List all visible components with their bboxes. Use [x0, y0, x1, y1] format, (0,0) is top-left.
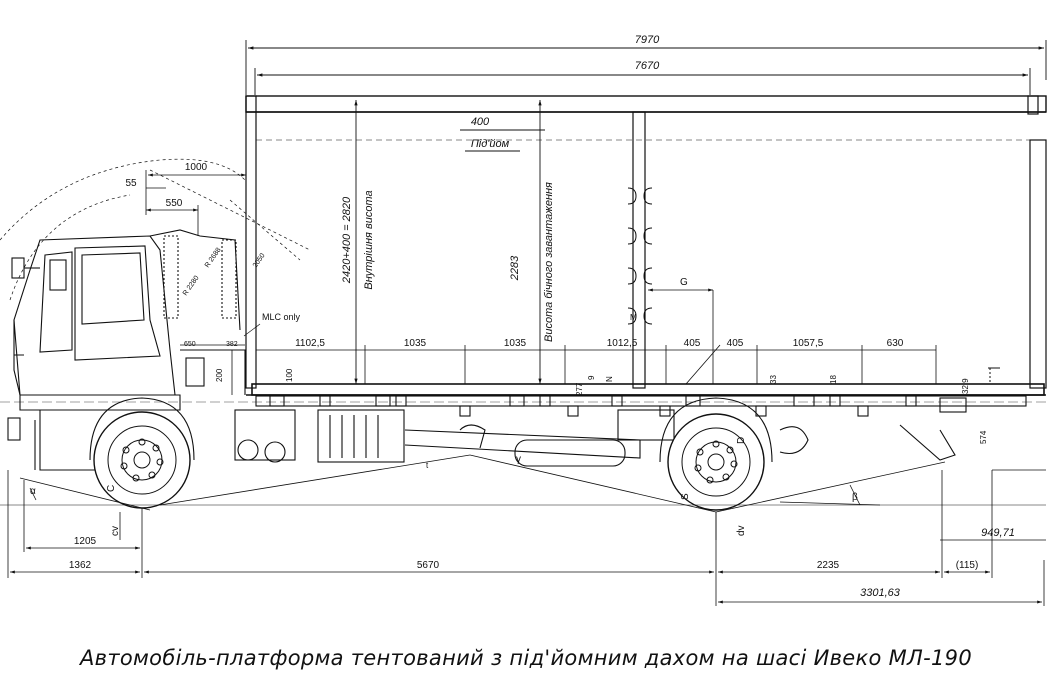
- bottom-dim-5670: 5670: [417, 560, 440, 571]
- crossmember-dim-8: 630: [887, 338, 904, 349]
- crossmember-dim-6: 405: [727, 338, 744, 349]
- crossmember-dim-1: 1102,5: [295, 338, 325, 349]
- crossmember-dim-2: 1035: [404, 338, 427, 349]
- mlc-only-label: MLC only: [262, 312, 301, 322]
- chassis-frame: [0, 395, 1046, 467]
- crossmember-dim-5: 405: [684, 338, 701, 349]
- angle-alpha: α: [30, 486, 36, 497]
- angle-gamma: γ: [516, 454, 521, 465]
- roof-lift-value: 400: [471, 116, 490, 128]
- total-length-label: 7970: [635, 34, 660, 46]
- cab-dim-200: 200: [215, 368, 224, 382]
- angle-s: S: [680, 493, 691, 500]
- bottom-dim-2235: 2235: [817, 560, 840, 571]
- frame-label-n: N: [605, 376, 614, 382]
- cab-dim-550: 550: [166, 198, 183, 209]
- angle-beta: β: [852, 492, 858, 503]
- crossmember-dim-4: 1012,5: [607, 338, 638, 349]
- drawing-caption: Автомобіль-платформа тентований з під'йо…: [80, 646, 972, 670]
- cab-dim-55: 55: [125, 178, 137, 189]
- inner-height-label: Внутрішня висота: [363, 190, 375, 289]
- cab-dim-650: 650: [184, 341, 196, 348]
- bottom-dim-3301-63: 3301,63: [860, 587, 901, 599]
- frame-label-9a: 9: [587, 375, 596, 380]
- frame-label-33: 33: [769, 375, 778, 384]
- cargo-body: [245, 95, 1047, 396]
- cab-radius-2280: R 2280: [182, 275, 201, 298]
- loading-height-value: 2283: [509, 255, 521, 281]
- angle-t: t: [426, 461, 429, 470]
- bottom-dim-115: (115): [956, 560, 979, 571]
- truck-cab: [7, 229, 246, 471]
- angle-lines: [0, 454, 1046, 540]
- crossmember-dim-7: 1057,5: [793, 338, 824, 349]
- frame-label-100: 100: [285, 368, 294, 382]
- cab-dim-1000: 1000: [185, 162, 208, 173]
- frame-label-g: G: [680, 277, 688, 288]
- frame-label-574: 574: [979, 430, 988, 444]
- frame-label-18: 18: [829, 375, 838, 384]
- loading-height-label: Висота бічного завантаження: [543, 182, 555, 342]
- overall-dimensions: [245, 40, 1047, 95]
- cab-radius-2688: R 2688: [204, 247, 223, 270]
- cab-dim-382: 382: [226, 341, 238, 348]
- angle-c: C: [106, 485, 117, 492]
- cab-dim-2050: 2050: [252, 252, 267, 269]
- frame-label-m: M: [630, 313, 637, 322]
- bottom-dim-949-71: 949,71: [981, 527, 1015, 539]
- body-length-label: 7670: [635, 60, 660, 72]
- frame-label-277: 277: [575, 382, 584, 396]
- angle-dv: dv: [736, 525, 747, 536]
- bottom-dim-1362: 1362: [69, 560, 92, 571]
- roof-lift-label: Під'йом: [471, 138, 510, 150]
- inner-height-value: 2420+400 = 2820: [341, 196, 353, 284]
- angle-d: D: [736, 437, 747, 444]
- crossmember-dim-line: [255, 288, 937, 385]
- crossmember-dim-3: 1035: [504, 338, 527, 349]
- bottom-dim-1205: 1205: [74, 536, 97, 547]
- frame-label-329: 32,9: [961, 378, 970, 394]
- bottom-dimensions: [7, 469, 1046, 606]
- angle-cv: cv: [110, 526, 121, 536]
- front-wheel: [89, 397, 195, 509]
- rear-wheel: [659, 397, 773, 511]
